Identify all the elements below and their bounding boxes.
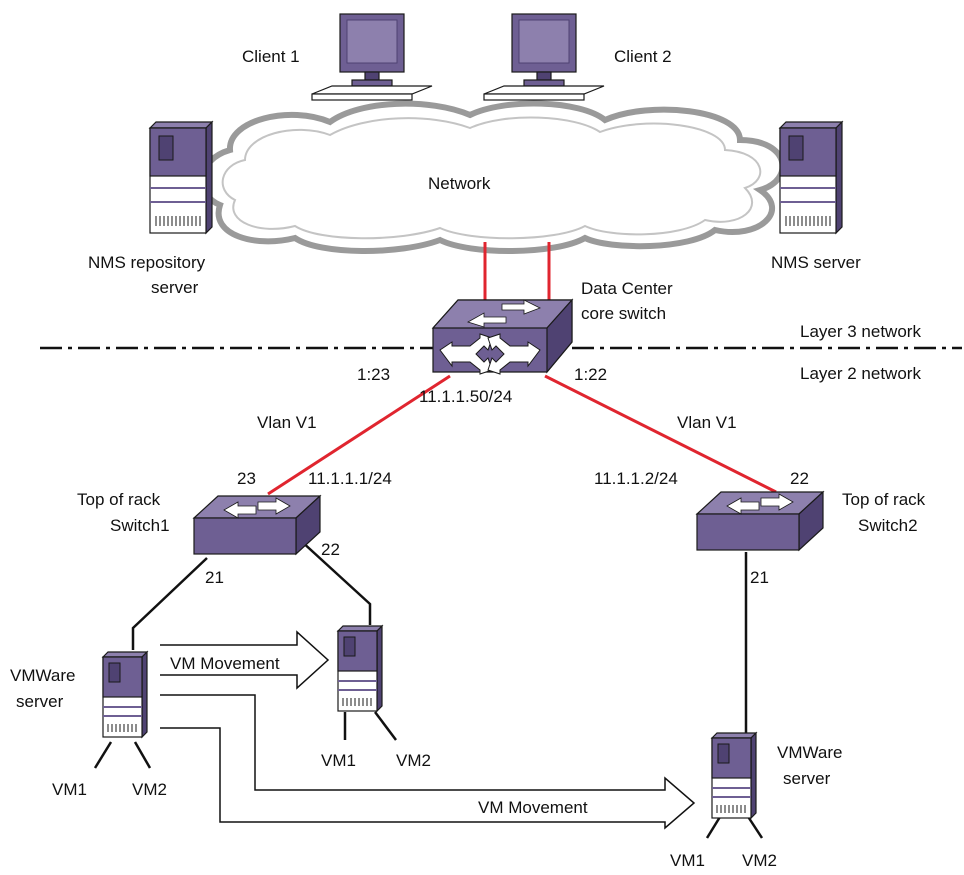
tor1-label-line1: Top of rack <box>77 490 161 509</box>
nms-server-label: NMS server <box>771 253 861 272</box>
right-vm1-label: VM1 <box>670 851 705 870</box>
left-vm2-leg <box>133 741 152 769</box>
core-to-tor1-link <box>267 374 451 496</box>
nms-repository-label-line2: server <box>151 278 199 297</box>
left-vm1-label: VM1 <box>52 780 87 799</box>
tor1-to-vmware-link <box>131 557 208 650</box>
client2-computer-icon <box>483 13 605 101</box>
client1-computer-icon <box>311 13 433 101</box>
tor-switch2-icon <box>696 491 824 551</box>
network-cloud-icon <box>199 100 786 254</box>
tor2-label-line1: Top of rack <box>842 490 926 509</box>
vmware-left-label-line1: VMWare <box>10 666 76 685</box>
core-port-right-label: 1:22 <box>574 365 607 384</box>
tor1-label-line2: Switch1 <box>110 516 170 535</box>
mid-vm2-leg <box>374 711 397 741</box>
vmware-right-label-line2: server <box>783 769 831 788</box>
vmware-left-label-line2: server <box>16 692 64 711</box>
layer3-label: Layer 3 network <box>800 322 921 341</box>
nms-repository-server-icon <box>149 121 213 234</box>
tor2-port-up-label: 22 <box>790 469 809 488</box>
nms-server-icon <box>779 121 843 234</box>
right-vm2-label: VM2 <box>742 851 777 870</box>
vm-movement-bottom-label: VM Movement <box>478 798 588 817</box>
nms-repository-label-line1: NMS repository <box>88 253 206 272</box>
tor2-label-line2: Switch2 <box>858 516 918 535</box>
layer2-label: Layer 2 network <box>800 364 921 383</box>
left-vm1-leg <box>93 741 113 769</box>
client1-label: Client 1 <box>242 47 300 66</box>
vm-movement-arrow-bottom-icon <box>160 694 696 830</box>
core-switch-label-line1: Data Center <box>581 279 673 298</box>
vlan-left-label: Vlan V1 <box>257 413 317 432</box>
core-switch-label-line2: core switch <box>581 304 666 323</box>
vmware-right-label-line1: VMWare <box>777 743 843 762</box>
left-vm2-label: VM2 <box>132 780 167 799</box>
vm-movement-top-label: VM Movement <box>170 654 280 673</box>
network-label: Network <box>428 174 491 193</box>
tor2-port-down-label: 21 <box>750 568 769 587</box>
vmware-server-left-icon <box>102 651 148 738</box>
tor1-port-left-label: 21 <box>205 568 224 587</box>
vlan-right-label: Vlan V1 <box>677 413 737 432</box>
core-switch-icon <box>431 298 574 375</box>
mid-vm1-label: VM1 <box>321 751 356 770</box>
vmware-server-right-icon <box>711 732 757 819</box>
tor2-ip-label: 11.1.1.2/24 <box>594 469 678 488</box>
core-port-left-label: 1:23 <box>357 365 390 384</box>
tor1-ip-label: 11.1.1.1/24 <box>308 469 392 488</box>
tor1-port-up-label: 23 <box>237 469 256 488</box>
vm-host-middle-icon <box>337 625 383 712</box>
client2-label: Client 2 <box>614 47 672 66</box>
mid-vm2-label: VM2 <box>396 751 431 770</box>
tor-switch1-icon <box>193 495 321 555</box>
tor1-to-host-link <box>299 539 372 625</box>
core-ip-label: 11.1.1.50/24 <box>419 387 512 406</box>
core-to-tor2-link <box>544 374 777 494</box>
vm-movement-arrow-top-icon <box>160 630 330 690</box>
tor1-port-right-label: 22 <box>321 540 340 559</box>
